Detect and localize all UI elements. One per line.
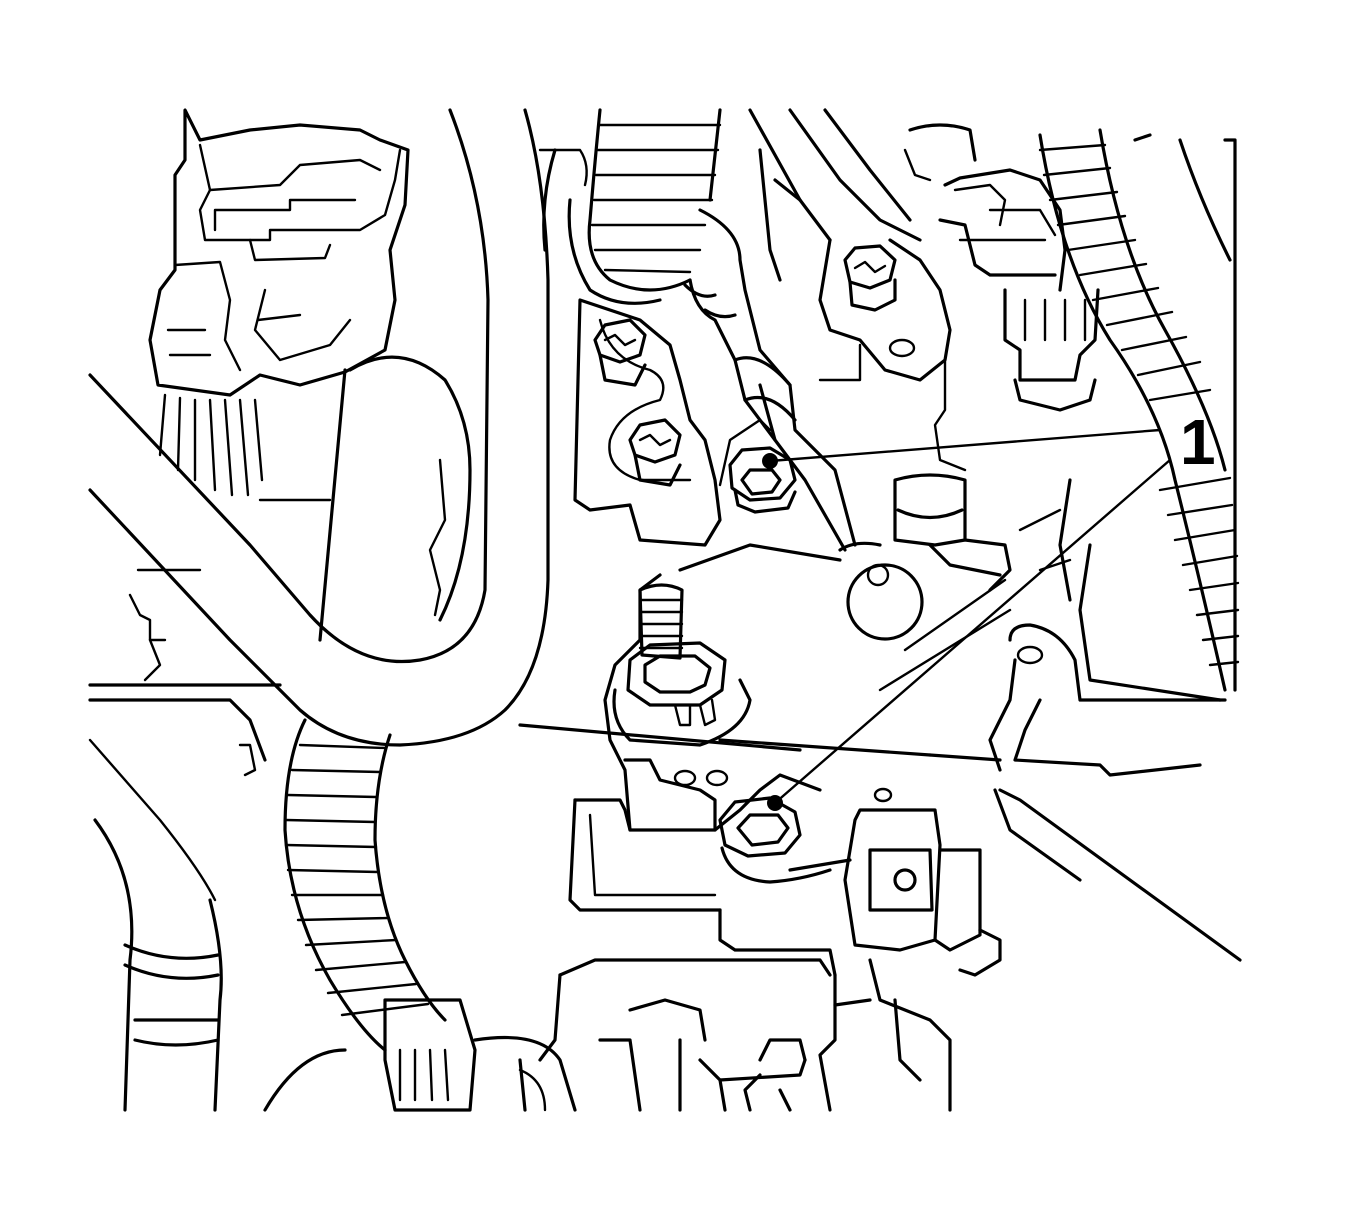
wiring-harness-upper: [538, 108, 722, 305]
transmission-body-right: [748, 108, 1012, 592]
bracket-bolt-lower: [628, 418, 682, 487]
transmission-housing: [518, 478, 1242, 962]
callout-label-1: 1: [1180, 406, 1216, 478]
shift-stud-assembly: [612, 583, 752, 832]
mounting-bracket-upper: [573, 298, 772, 547]
mounting-bracket-right: [818, 238, 967, 472]
gearbox-lower-housing: [518, 798, 952, 1112]
shift-cable-rod: [683, 208, 924, 641]
mounting-nut-upper: [728, 446, 797, 514]
sensor-connector: [938, 168, 1100, 412]
engine-cover-left: [88, 355, 472, 902]
electrical-connector: [148, 108, 410, 497]
wiring-harness-right: [1038, 128, 1240, 692]
harness-clip: [263, 998, 577, 1112]
callout-leader-lines: [768, 428, 1172, 805]
lower-mount-bracket: [788, 808, 1002, 977]
coolant-hose: [88, 108, 550, 747]
bracket-bolt-upper: [593, 318, 647, 387]
lower-left-hose: [93, 818, 223, 1112]
